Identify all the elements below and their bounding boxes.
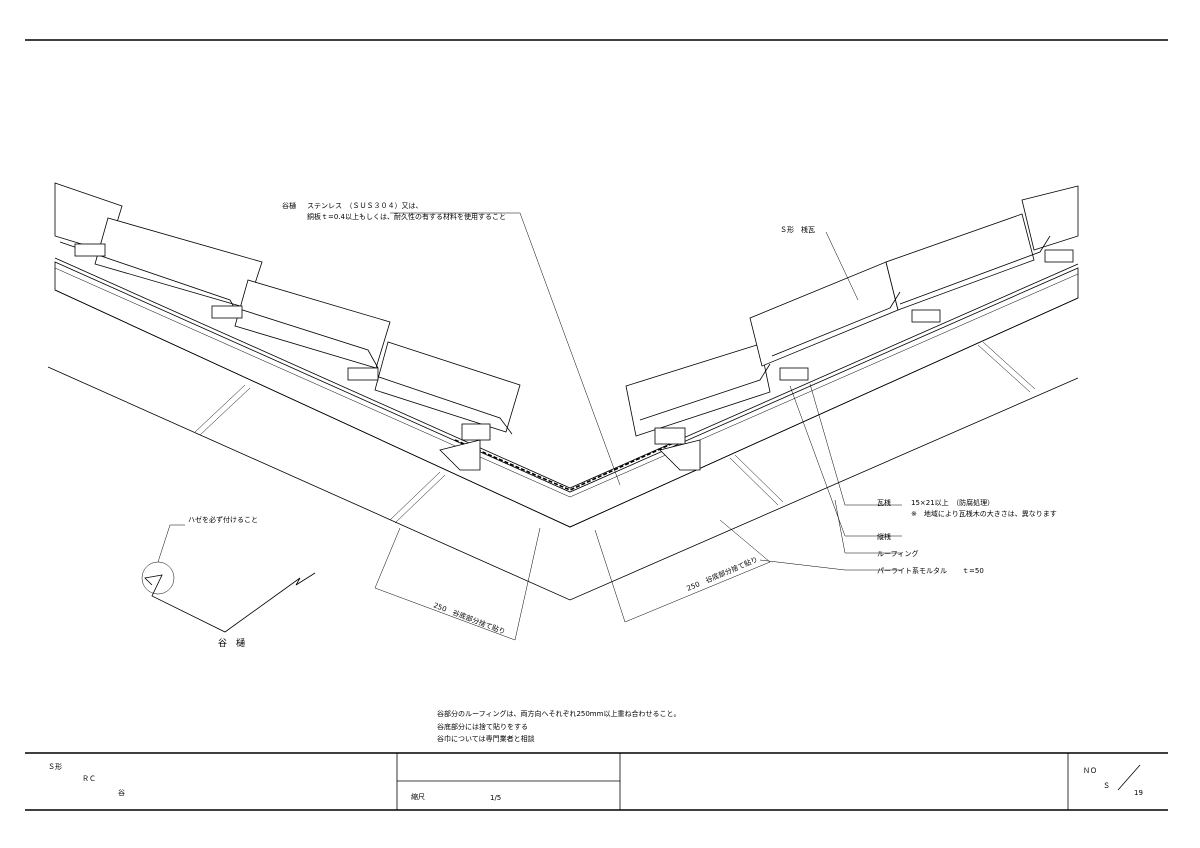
scale-value: 1/5 [490,794,501,802]
concrete-slab [47,289,1079,601]
gutter-material-line2: 銅板ｔ=0.4以上もしくは、耐久性の有する材料を使用すること [307,212,506,221]
gutter-label: 谷樋 [282,201,296,210]
drawing-number: 19 [1134,789,1143,797]
batten-label: 瓦桟 [877,498,891,507]
left-roof-tiles [54,182,521,435]
gutter-title: 谷 樋 [218,637,245,649]
valley-gutter-sheet [454,439,681,491]
note-line-2: 谷底部分には捨て貼りをする [437,722,528,731]
drawing-no-label: ＮＯ [1083,767,1097,775]
gutter-profile-sketch [141,524,316,633]
roofing-label: ルーフィング [877,549,918,558]
dimension-left-label: 250 谷底部分捨て貼り [432,600,507,636]
mortar-thickness-label: ｔ=50 [962,567,984,575]
gutter-material-line1: ステンレス （ＳＵＳ３０４）又は、 [307,202,423,210]
mortar-label: パーライト系モルタル [877,566,947,575]
roof-tile-label: Ｓ形 桟瓦 [780,225,815,234]
rebar-braces [194,341,1036,524]
right-roof-tiles [625,185,1079,437]
right-battens [654,249,1074,471]
title-block-line3: 谷 [118,788,125,797]
scale-label: 縮尺 [411,792,425,801]
title-block-line1: Ｓ形 [48,763,62,771]
dimension-right-label: 250 谷底部分捨て貼り [685,555,759,593]
mortar-bed [54,261,1079,528]
title-block-slash [1117,764,1141,791]
note-line-1: 谷部分のルーフィングは、両方向へそれぞれ250mm以上重ね合わせること。 [437,709,680,718]
note-line-3: 谷巾については専門業者と相談 [437,734,535,743]
leader-lines [390,212,902,571]
left-battens [74,243,491,471]
vertical-batten-label: 縦桟 [877,532,891,541]
roofing-line [54,257,1079,489]
title-block-line2: ＲＣ [82,775,96,783]
batten-note: ※ 地域により瓦桟木の大きさは、異なります [911,509,1057,518]
drawing-series-label: Ｓ [1103,782,1110,790]
hem-note: ハゼを必ず付けること [188,515,258,524]
batten-size-label: 15×21以上 （防腐処理） [911,498,994,507]
dimension-lines [374,519,771,641]
